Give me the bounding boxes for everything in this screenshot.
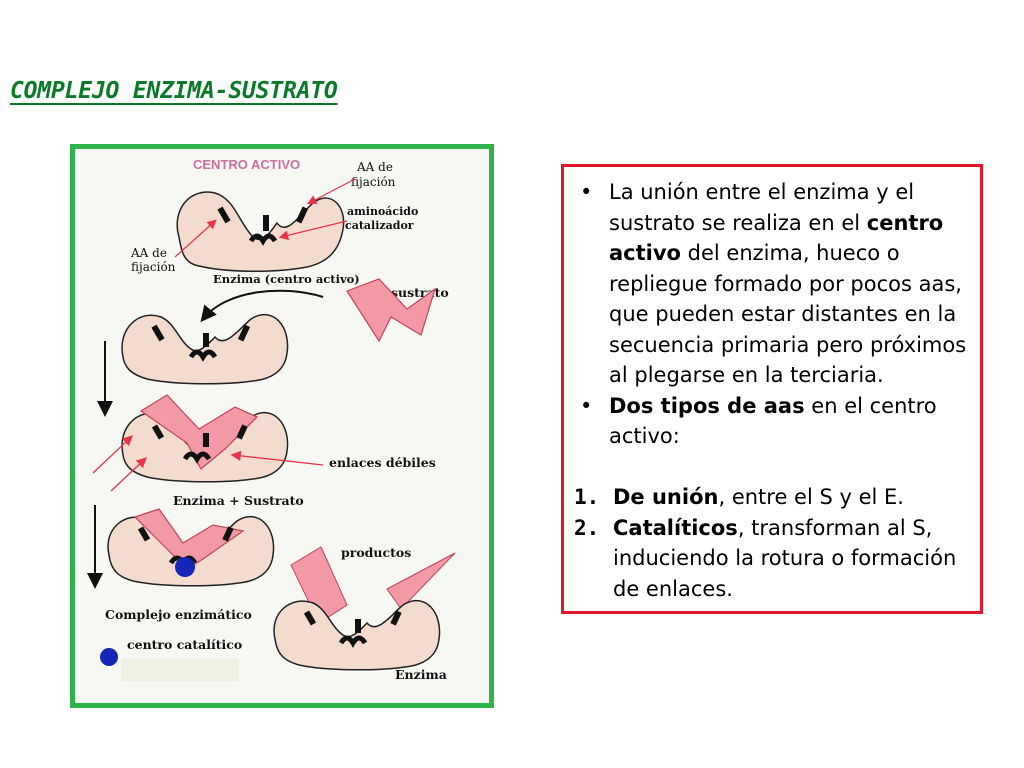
label-aa-fijacion-top-2: fijación: [351, 175, 396, 189]
label-enzima-centro-activo: Enzima (centro activo): [213, 272, 360, 286]
enzyme-substrate-figure: CENTRO ACTIVO AA de fijación aminoácido …: [70, 144, 494, 708]
label-sustrato: sustrato: [391, 285, 449, 300]
label-aa-fijacion-left-1: AA de: [130, 246, 167, 260]
enzyme-diagram: CENTRO ACTIVO AA de fijación aminoácido …: [87, 157, 456, 682]
label-aa-fijacion-top-1: AA de: [356, 160, 393, 174]
catalytic-site-dot: [175, 557, 195, 577]
enzyme-shape-5: [273, 599, 441, 671]
binding-residues-1: [217, 206, 309, 246]
label-centro-catalitico: centro catalítico: [127, 637, 242, 652]
explanation-box: •La unión entre el enzima y el sustrato …: [561, 164, 983, 614]
legend-box: [121, 659, 239, 681]
enzyme-shape-2: [121, 313, 289, 385]
label-productos: productos: [341, 545, 411, 560]
label-aa-fijacion-left-2: fijación: [131, 260, 176, 274]
label-aminoacido-2: catalizador: [345, 219, 414, 232]
label-enzima-sustrato: Enzima + Sustrato: [173, 493, 304, 508]
label-centro-activo: CENTRO ACTIVO: [193, 157, 300, 172]
label-complejo-enzimatico: Complejo enzimático: [105, 607, 252, 622]
page-title: COMPLEJO ENZIMA-SUSTRATO: [10, 78, 338, 104]
enzyme-shape-1: [176, 191, 345, 273]
bullet-list: •La unión entre el enzima y el sustrato …: [580, 177, 972, 452]
label-enlaces-debiles: enlaces débiles: [329, 455, 436, 470]
numbered-list: 1.De unión, entre el S y el E. 2.Catalít…: [574, 482, 974, 604]
numbered-item-2: 2.Catalíticos, transforman al S, inducie…: [574, 515, 957, 601]
product-shape-2: [386, 552, 456, 610]
legend-catalytic-dot: [100, 648, 118, 666]
label-enzima: Enzima: [395, 667, 447, 682]
label-aminoacido-1: aminoácido: [347, 205, 418, 218]
numbered-item-1: 1.De unión, entre el S y el E.: [574, 485, 904, 509]
bullet-item-1: •La unión entre el enzima y el sustrato …: [580, 180, 967, 387]
substrate-shape: [346, 278, 437, 343]
bullet-item-2: •Dos tipos de aas en el centro activo:: [580, 393, 937, 449]
